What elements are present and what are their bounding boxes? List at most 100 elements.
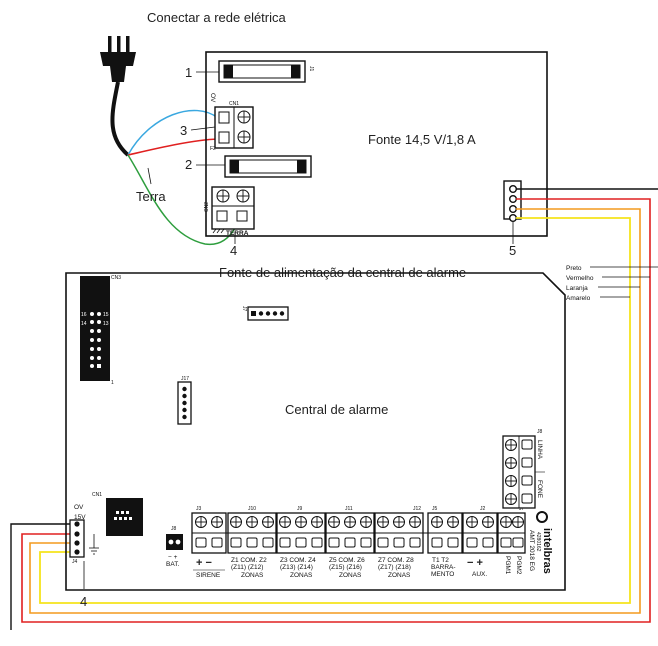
- psu-board: [205, 51, 548, 237]
- phase-wire: [127, 109, 219, 156]
- svg-text:J1: J1: [308, 66, 314, 72]
- wire-slot: [521, 475, 533, 486]
- wire-slot: [500, 537, 512, 548]
- legend-orange: Laranja: [566, 285, 588, 292]
- svg-text:ZONAS: ZONAS: [339, 572, 362, 579]
- svg-text:13: 13: [103, 321, 109, 327]
- header-j7-top: J7: [241, 306, 289, 321]
- wire-slot: [211, 537, 223, 548]
- svg-text:Z1 COM. Z2: Z1 COM. Z2: [231, 557, 267, 564]
- mounting-hole: [536, 511, 548, 523]
- svg-text:OV: OV: [209, 93, 216, 103]
- wire-slot: [295, 537, 307, 548]
- svg-text:J12: J12: [413, 506, 421, 512]
- svg-text:1: 1: [111, 380, 114, 386]
- screw-terminal-row: J3 J10 J9 J11 J12 J5 J2 J7: [191, 506, 526, 554]
- svg-text:T1 T2: T1 T2: [432, 557, 449, 564]
- svg-text:PGM2: PGM2: [515, 556, 522, 575]
- svg-text:MENTO: MENTO: [431, 571, 454, 578]
- legend-yellow: Amarelo: [566, 295, 591, 302]
- earth-wire: [127, 154, 236, 246]
- svg-text:SIRENE: SIRENE: [196, 572, 221, 579]
- output-wires: [10, 188, 658, 630]
- svg-text:CN1: CN1: [229, 101, 239, 107]
- svg-text:J9: J9: [297, 506, 303, 512]
- fuse-holder-j1: J1: [218, 60, 314, 83]
- svg-text:15: 15: [103, 312, 109, 318]
- wire-slot: [466, 537, 478, 548]
- wire-slot: [431, 537, 443, 548]
- wire-slot: [279, 537, 291, 548]
- svg-text:ZONAS: ZONAS: [388, 572, 411, 579]
- wire-slot: [409, 537, 421, 548]
- callout-3: 3: [180, 123, 187, 138]
- svg-text:CN2: CN2: [204, 202, 210, 212]
- svg-text:Z3 COM. Z4: Z3 COM. Z4: [280, 557, 316, 564]
- svg-text:BAT.: BAT.: [166, 561, 179, 568]
- wire-slot: [195, 537, 207, 548]
- svg-text:J17: J17: [181, 376, 189, 382]
- top-caption: Conectar a rede elétrica: [147, 10, 287, 25]
- ground-symbol-icon: [89, 534, 99, 555]
- svg-text:ZONAS: ZONAS: [241, 572, 264, 579]
- callout-4-psu: 4: [230, 243, 237, 258]
- svg-text:(Z17) (Z18): (Z17) (Z18): [378, 564, 411, 571]
- svg-text:Z5 COM. Z6: Z5 COM. Z6: [329, 557, 365, 564]
- callout-1: 1: [185, 65, 192, 80]
- svg-text:− +: − +: [168, 554, 178, 561]
- wire-slot: [512, 537, 524, 548]
- terminal-labels: + − SIRENE Z1 COM. Z2 (Z11) (Z12) ZONAS …: [193, 556, 522, 579]
- earth-terminal-cn2: CN2 TERRA: [204, 186, 255, 237]
- wire-slot: [311, 537, 323, 548]
- battery-connector-j6: J8 − + BAT.: [166, 526, 183, 568]
- svg-text:J7: J7: [241, 306, 247, 312]
- svg-text:15V: 15V: [74, 514, 86, 521]
- svg-text:(Z11) (Z12): (Z11) (Z12): [231, 564, 263, 571]
- power-plug-icon: [100, 36, 136, 82]
- power-cable: [110, 81, 130, 157]
- wire-slot: [344, 537, 356, 548]
- svg-text:14: 14: [81, 321, 87, 327]
- wire-slot: [377, 537, 389, 548]
- phone-line-terminal: J8 LINHA FONE: [502, 429, 545, 509]
- wire-slot: [230, 537, 242, 548]
- wire-slot: [328, 537, 340, 548]
- svg-text:J5: J5: [432, 506, 438, 512]
- svg-text:OV: OV: [74, 504, 84, 511]
- svg-text:BARRA-: BARRA-: [431, 564, 456, 571]
- svg-text:CN1: CN1: [92, 492, 102, 498]
- wire-slot: [521, 493, 533, 504]
- wire-slot: [521, 457, 533, 468]
- wire-slot: [393, 537, 405, 548]
- neutral-wire: [127, 138, 219, 156]
- power-input-j4: OV 15V J4: [69, 504, 99, 565]
- earth-symbol-icon: [212, 228, 226, 234]
- wire-slot: [521, 439, 533, 450]
- model-name: AMT 2018 EG: [528, 530, 535, 571]
- model-code: 4280162: [535, 532, 541, 552]
- psu-output-connector: [503, 180, 522, 222]
- svg-text:FONE: FONE: [536, 480, 543, 499]
- svg-text:AUX.: AUX.: [472, 571, 487, 578]
- legend-red: Vermelho: [566, 275, 594, 282]
- svg-text:PGM1: PGM1: [504, 556, 511, 575]
- svg-text:J10: J10: [248, 506, 256, 512]
- svg-text:(Z15) (Z16): (Z15) (Z16): [329, 564, 362, 571]
- svg-text:+ −: + −: [196, 557, 212, 569]
- wire-slot: [262, 537, 274, 548]
- wire-slot: [482, 537, 494, 548]
- svg-text:(Z13) (Z14): (Z13) (Z14): [280, 564, 313, 571]
- fuse-holder-j2: [224, 155, 312, 178]
- svg-text:TERRA: TERRA: [226, 230, 249, 237]
- legend-black: Preto: [566, 265, 582, 272]
- alarm-panel-board: [65, 272, 566, 591]
- svg-text:− +: − +: [467, 557, 483, 569]
- svg-text:F2: F2: [210, 146, 216, 152]
- svg-text:Z7 COM. Z8: Z7 COM. Z8: [378, 557, 414, 564]
- svg-text:J8: J8: [171, 526, 177, 532]
- svg-text:16: 16: [81, 312, 87, 318]
- callout-5: 5: [509, 243, 516, 258]
- svg-text:J7: J7: [519, 506, 525, 512]
- wire-slot: [447, 537, 459, 548]
